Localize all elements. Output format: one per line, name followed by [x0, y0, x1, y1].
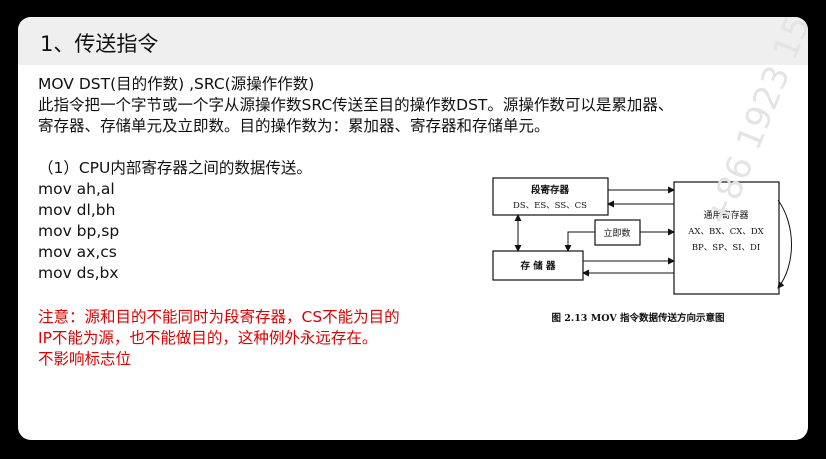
- general-register-box: [673, 181, 780, 295]
- memory-box: [492, 250, 584, 281]
- segment-register-title: 段寄存器: [531, 184, 570, 196]
- code-line: mov ds,bx: [38, 264, 119, 282]
- description-line-1: 此指令把一个字节或一个字从源操作数SRC传送至目的操作数DST。源操作数可以是累…: [38, 96, 674, 114]
- general-register-row-1: AX、BX、CX、DX: [687, 227, 764, 237]
- arrow-imm-to-memory: [564, 231, 595, 252]
- note-line-1: 注意：源和目的不能同时为段寄存器，CS不能为目的: [38, 308, 400, 326]
- mov-transfer-diagram: 段寄存器 DS、ES、SS、CS 存 储 器 立即数 通用寄存器 AX、BX、C…: [478, 155, 793, 335]
- code-line: mov dl,bh: [38, 201, 116, 219]
- title-band: [18, 17, 808, 65]
- segment-register-list: DS、ES、SS、CS: [513, 201, 587, 211]
- code-line: mov ah,al: [38, 180, 115, 198]
- description-line-2: 寄存器、存储单元及立即数。目的操作数为：累加器、寄存器和存储单元。: [38, 117, 550, 135]
- code-line: mov ax,cs: [38, 243, 117, 261]
- general-register-title: 通用寄存器: [703, 209, 748, 221]
- arrow-general-self: [777, 199, 792, 289]
- code-line: mov bp,sp: [38, 222, 120, 240]
- mov-syntax: MOV DST(目的作数) ,SRC(源操作作数): [38, 75, 315, 93]
- slide: 1、传送指令 MOV DST(目的作数) ,SRC(源操作作数) 此指令把一个字…: [18, 17, 808, 440]
- immediate-label: 立即数: [603, 227, 630, 239]
- memory-label: 存 储 器: [519, 260, 556, 272]
- figure-caption: 图 2.13 MOV 指令数据传送方向示意图: [551, 312, 724, 324]
- segment-register-box: [492, 177, 609, 216]
- section-heading: （1）CPU内部寄存器之间的数据传送。: [38, 159, 312, 177]
- slide-title: 1、传送指令: [40, 32, 159, 56]
- note-line-3: 不影响标志位: [38, 350, 132, 368]
- general-register-row-2: BP、SP、SI、DI: [692, 243, 760, 253]
- note-line-2: IP不能为源，也不能做目的，这种例外永远存在。: [38, 329, 378, 347]
